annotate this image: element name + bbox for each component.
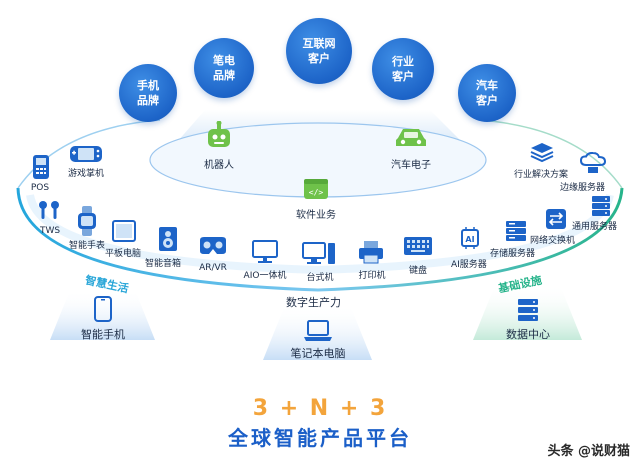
cloud-server-icon — [580, 152, 606, 173]
outer-ring-glow — [26, 193, 614, 275]
game-console-label: 游戏掌机 — [68, 169, 105, 179]
aio-label: AIO一体机 — [243, 271, 287, 281]
keyboard-icon — [404, 237, 432, 255]
smart-speaker-icon — [159, 227, 177, 251]
robot-icon — [208, 121, 230, 147]
general-server-icon — [592, 196, 610, 216]
storage-server-label: 存储服务器 — [490, 249, 536, 259]
smart-watch-label: 智能手表 — [69, 241, 106, 251]
car-icon — [396, 129, 426, 146]
printer-label: 打印机 — [358, 271, 386, 281]
software-label: 软件业务 — [296, 210, 336, 221]
title-formula: 3 + N + 3 — [252, 396, 388, 421]
industry-solution-label: 行业解决方案 — [514, 170, 569, 180]
title-main: 全球智能产品平台 — [228, 426, 412, 450]
pos-icon — [33, 155, 49, 179]
network-switch-label: 网络交换机 — [530, 236, 576, 246]
bubble-laptop-brand: 笔电 品牌 — [194, 38, 254, 98]
network-switch-icon — [546, 209, 566, 229]
smart-watch-icon — [78, 206, 96, 236]
general-server-label: 通用服务器 — [572, 222, 618, 232]
robot-label: 机器人 — [204, 160, 234, 171]
bubble-industry-customer: 行业 客户 — [372, 38, 434, 100]
pos-label: POS — [30, 183, 50, 193]
ai-chip-icon: AI — [461, 227, 479, 249]
layers-icon — [530, 143, 554, 163]
keyboard-label: 键盘 — [408, 266, 428, 276]
printer-icon — [359, 241, 383, 264]
smart-speaker-label: 智能音箱 — [145, 259, 182, 269]
svg-text:</>: </> — [309, 188, 324, 197]
laptop-label: 笔记本电脑 — [290, 347, 346, 360]
smartphone-icon — [94, 296, 112, 322]
svg-text:AI: AI — [465, 235, 474, 244]
software-icon: </> — [304, 179, 328, 199]
segment-digital-productivity: 数字生产力 — [286, 296, 341, 309]
ai-server-label: AI服务器 — [451, 260, 487, 270]
data-center-label: 数据中心 — [506, 328, 550, 341]
arvr-label: AR/VR — [199, 263, 227, 273]
tws-icon — [39, 201, 59, 219]
game-console-icon — [70, 146, 102, 162]
desktop-label: 台式机 — [306, 273, 334, 283]
laptop-icon — [304, 320, 332, 341]
bubble-phone-brand: 手机 品牌 — [119, 64, 177, 122]
storage-server-icon — [506, 221, 526, 241]
desktop-icon — [302, 242, 335, 264]
tablet-icon — [112, 220, 136, 242]
bubble-auto-customer: 汽车 客户 — [458, 64, 516, 122]
smartphone-label: 智能手机 — [81, 328, 125, 341]
watermark: 头条 @说财猫 — [547, 444, 630, 459]
vr-headset-icon — [200, 237, 226, 254]
edge-server-label: 边缘服务器 — [560, 183, 606, 193]
outer-ring-front — [16, 187, 624, 292]
outer-ring-back-left — [17, 119, 161, 189]
pedestal-left — [50, 290, 155, 340]
tws-label: TWS — [39, 226, 61, 236]
tablet-label: 平板电脑 — [105, 249, 142, 259]
auto-electronics-label: 汽车电子 — [391, 160, 431, 171]
aio-computer-icon — [252, 240, 278, 263]
pedestal-center — [263, 305, 372, 360]
data-center-icon — [518, 299, 538, 321]
bubble-internet-customer: 互联网 客户 — [286, 18, 352, 84]
outer-ring-back-right — [479, 119, 623, 189]
